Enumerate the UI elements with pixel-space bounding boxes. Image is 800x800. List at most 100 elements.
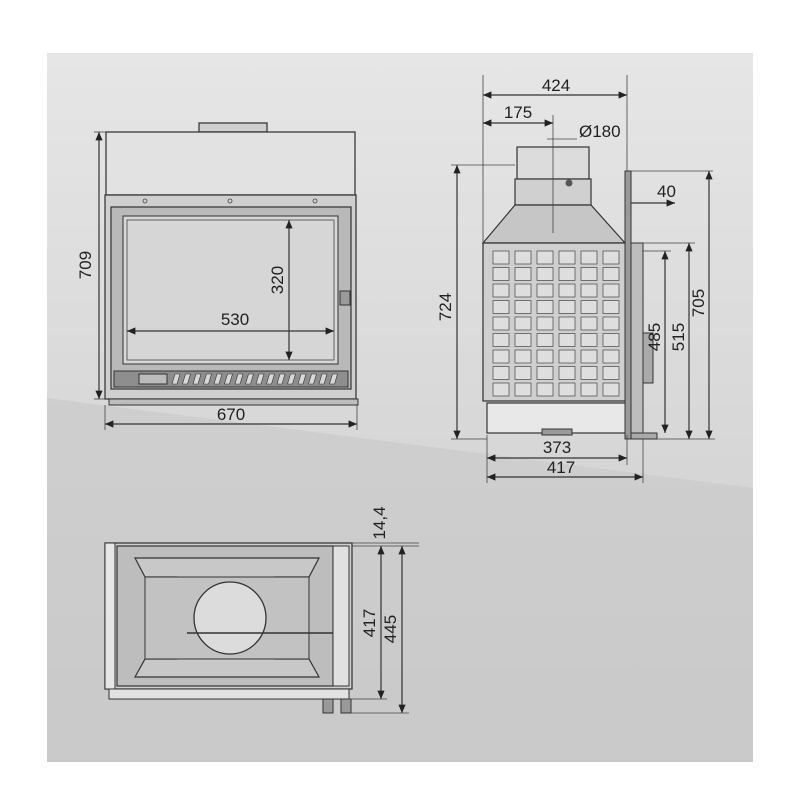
side-fin bbox=[536, 349, 554, 364]
grille-slot bbox=[245, 373, 254, 385]
dim-530: 530 bbox=[221, 310, 249, 329]
technical-drawing: 709 670 530 320 424 1 bbox=[47, 53, 753, 762]
grille-slot bbox=[276, 373, 286, 385]
side-fin bbox=[514, 333, 532, 347]
side-fin bbox=[580, 349, 598, 364]
side-fin bbox=[492, 382, 510, 397]
side-fin bbox=[558, 366, 576, 380]
side-fin bbox=[580, 283, 598, 298]
grille-slot bbox=[297, 373, 307, 385]
front-view: 709 670 530 320 bbox=[76, 122, 359, 430]
side-fin bbox=[536, 316, 554, 331]
grille-slot bbox=[287, 373, 296, 385]
side-door-frame bbox=[630, 242, 644, 434]
top-handle-left bbox=[322, 698, 334, 714]
side-fin bbox=[580, 250, 598, 265]
flue-screw bbox=[565, 179, 573, 187]
side-fin bbox=[492, 250, 510, 265]
side-ashpan-handle bbox=[541, 428, 573, 436]
side-fin bbox=[492, 267, 510, 281]
front-top-plate bbox=[198, 122, 268, 133]
dim-320: 320 bbox=[268, 266, 287, 294]
air-control bbox=[138, 373, 168, 385]
side-fins bbox=[492, 250, 620, 397]
top-front-frame bbox=[108, 688, 350, 700]
side-fin bbox=[580, 333, 598, 347]
top-view: 14,4 417 445 bbox=[104, 506, 419, 714]
side-view: 424 175 Ø180 40 724 705 515 485 373 bbox=[436, 75, 715, 483]
side-fin bbox=[602, 300, 620, 314]
grille-slot bbox=[182, 373, 191, 385]
top-left-rail bbox=[104, 542, 116, 690]
side-fin bbox=[580, 300, 598, 314]
front-glass bbox=[122, 215, 339, 365]
side-fin bbox=[536, 333, 554, 347]
dim-40: 40 bbox=[657, 182, 676, 201]
side-fin bbox=[514, 300, 532, 314]
dim-445: 445 bbox=[381, 615, 400, 643]
grille-slot bbox=[192, 373, 202, 385]
side-fin bbox=[602, 333, 620, 347]
side-fin bbox=[602, 267, 620, 281]
top-flue-opening bbox=[193, 581, 267, 655]
side-base bbox=[630, 432, 658, 440]
side-fin bbox=[580, 267, 598, 281]
side-fin bbox=[602, 382, 620, 397]
side-fin bbox=[492, 283, 510, 298]
side-fin bbox=[536, 250, 554, 265]
side-fin bbox=[492, 300, 510, 314]
side-fin bbox=[514, 316, 532, 331]
grille-slot bbox=[224, 373, 233, 385]
grille-slot bbox=[171, 373, 181, 385]
front-glass-inner bbox=[126, 219, 335, 361]
front-base bbox=[108, 398, 359, 406]
side-fin bbox=[536, 300, 554, 314]
side-fin bbox=[602, 366, 620, 380]
side-fin bbox=[514, 250, 532, 265]
drawing-frame: 709 670 530 320 424 1 bbox=[47, 53, 753, 762]
side-fin bbox=[492, 349, 510, 364]
dim-670: 670 bbox=[217, 405, 245, 424]
side-fin bbox=[514, 382, 532, 397]
side-fin bbox=[536, 382, 554, 397]
dim-417-top: 417 bbox=[360, 609, 379, 637]
grille-slot bbox=[213, 373, 223, 385]
side-fin bbox=[514, 267, 532, 281]
grille-slot bbox=[255, 373, 265, 385]
dim-485: 485 bbox=[645, 323, 664, 351]
screw-center bbox=[227, 198, 233, 204]
side-fin bbox=[492, 333, 510, 347]
dim-14-4: 14,4 bbox=[370, 506, 389, 539]
side-fin bbox=[536, 283, 554, 298]
side-fin bbox=[514, 366, 532, 380]
dim-515: 515 bbox=[669, 323, 688, 351]
dim-709: 709 bbox=[76, 251, 95, 279]
door-handle bbox=[339, 290, 351, 306]
side-front-plate bbox=[624, 170, 632, 440]
side-fin bbox=[558, 382, 576, 397]
side-fin bbox=[558, 267, 576, 281]
dim-417-side: 417 bbox=[547, 458, 575, 477]
side-fin bbox=[536, 366, 554, 380]
side-fin bbox=[580, 366, 598, 380]
side-fin bbox=[580, 382, 598, 397]
side-fin bbox=[580, 316, 598, 331]
side-fin bbox=[558, 300, 576, 314]
screw-left bbox=[142, 198, 148, 204]
side-fin bbox=[558, 349, 576, 364]
side-fin bbox=[558, 316, 576, 331]
grille-slot bbox=[234, 373, 244, 385]
side-fin bbox=[536, 267, 554, 281]
dim-373: 373 bbox=[543, 438, 571, 457]
side-fin bbox=[602, 349, 620, 364]
screw-right bbox=[312, 198, 318, 204]
front-hood bbox=[105, 131, 356, 196]
side-door-handle bbox=[642, 332, 654, 384]
grille-slot bbox=[203, 373, 212, 385]
dim-180: Ø180 bbox=[579, 122, 621, 141]
dim-424: 424 bbox=[542, 76, 570, 95]
side-fin bbox=[602, 316, 620, 331]
side-fin bbox=[558, 333, 576, 347]
top-handle-right bbox=[340, 698, 352, 714]
grille-slot bbox=[318, 373, 328, 385]
